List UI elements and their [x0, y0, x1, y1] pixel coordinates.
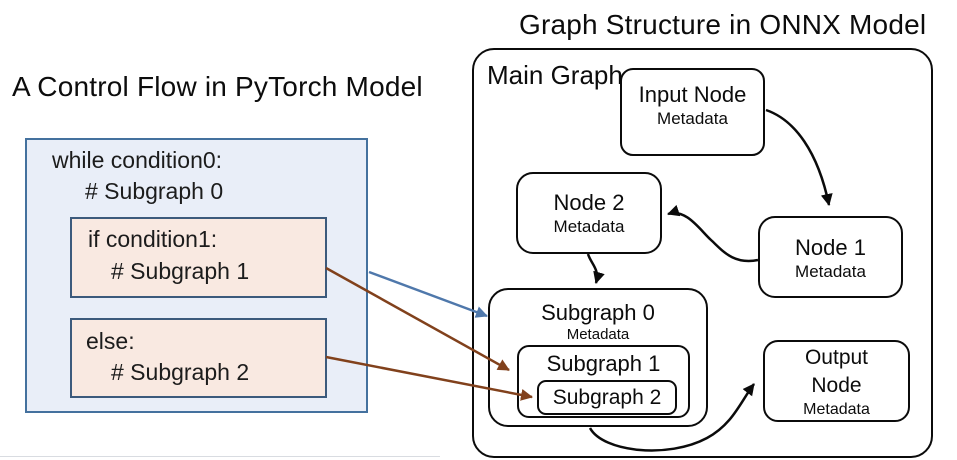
node-1: Node 1 Metadata — [758, 216, 903, 298]
bottom-hairline — [0, 456, 440, 457]
node-1-title: Node 1 — [795, 235, 866, 260]
subgraph-2-title: Subgraph 2 — [552, 386, 662, 409]
while-comment: # Subgraph 0 — [85, 178, 224, 204]
right-panel-title: Graph Structure in ONNX Model — [519, 9, 927, 40]
node-2-title: Node 2 — [553, 190, 625, 215]
else-line: else: — [86, 328, 135, 354]
node-1-meta: Metadata — [795, 262, 866, 281]
subgraph-2-node: Subgraph 2 — [537, 380, 677, 415]
else-code-box — [70, 318, 327, 398]
node-2-meta: Metadata — [553, 217, 625, 236]
edge-whilebox-to-subgraph0 — [368, 270, 488, 318]
output-node-title-line2: Node — [811, 374, 862, 397]
input-node-title: Input Node — [638, 82, 747, 107]
main-graph-label: Main Graph — [487, 60, 623, 90]
main-graph-box — [472, 48, 933, 458]
if-line: if condition1: — [88, 226, 218, 252]
node-2: Node 2 Metadata — [516, 172, 662, 254]
while-line: while condition0: — [52, 147, 223, 173]
output-node-meta: Metadata — [803, 401, 870, 418]
subgraph-0-title: Subgraph 0 — [541, 300, 655, 325]
output-node: Output Node Metadata — [763, 340, 910, 422]
subgraph-1-title: Subgraph 1 — [546, 351, 661, 376]
input-node-meta: Metadata — [657, 109, 728, 128]
if-comment: # Subgraph 1 — [111, 258, 250, 284]
input-node: Input Node Metadata — [620, 68, 765, 156]
if-code-box — [70, 217, 327, 298]
subgraph-0-meta: Metadata — [566, 326, 630, 343]
left-panel-title: A Control Flow in PyTorch Model — [12, 71, 423, 102]
else-comment: # Subgraph 2 — [111, 359, 250, 385]
output-node-title-line1: Output — [804, 346, 869, 369]
